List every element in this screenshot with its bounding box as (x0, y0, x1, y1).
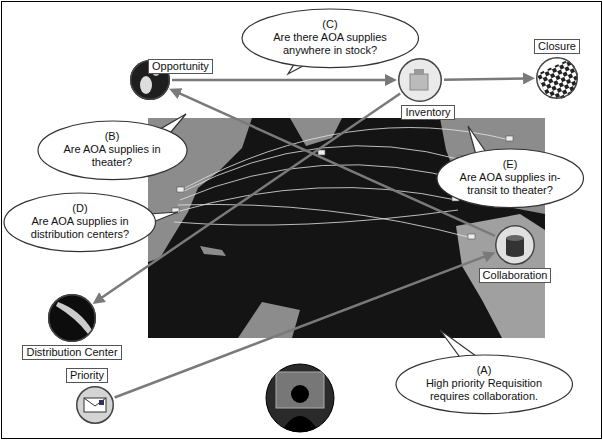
callout-bubble: (C)Are there AOA supplies anywhere in st… (241, 8, 420, 69)
node-label: Collaboration (479, 268, 552, 283)
callout-letter: (A) (419, 364, 549, 377)
icon-monitor (276, 372, 324, 408)
icon-node: Opportunity (130, 60, 170, 100)
circle-outline (77, 387, 114, 424)
flow-arrow (172, 79, 388, 82)
icon-figure (56, 302, 92, 334)
node-label: Opportunity (148, 59, 213, 74)
circle-outline (537, 58, 578, 99)
icon-cylinder (506, 235, 524, 241)
map-marker (177, 187, 184, 192)
callout-question: Are AOA supplies in theater? (58, 143, 166, 169)
icon-envelope (84, 398, 106, 406)
icon-figure (140, 76, 152, 94)
node-label: Priority (66, 368, 108, 383)
callout-text: (A)High priority Requisition requires co… (419, 364, 549, 403)
flow-arrow (444, 78, 526, 79)
ellipse-outline (396, 355, 573, 414)
map-marker (318, 150, 325, 155)
node-circle (495, 225, 535, 265)
icon-person (291, 385, 309, 403)
callout-question: Are AOA supplies in distribution centers… (25, 215, 135, 241)
circle-outline (49, 295, 96, 342)
circle-outline (399, 59, 442, 102)
icon-stamp (99, 400, 104, 405)
callout-bubble: (D)Are AOA supplies in distribution cent… (3, 192, 157, 253)
map-marker (506, 136, 513, 141)
distribution-icon (48, 294, 96, 342)
callout-text: (C)Are there AOA supplies anywhere in st… (265, 18, 395, 57)
callout-letter: (C) (265, 18, 395, 31)
route-line (174, 210, 458, 225)
callout-bubble: (B)Are AOA supplies in theater? (37, 120, 188, 181)
operator-icon (266, 364, 334, 434)
inventory-icon (398, 58, 442, 102)
icon-ground (48, 294, 96, 342)
land-caribbean (200, 246, 226, 256)
callout-tails (135, 55, 490, 360)
callout-text: (D)Are AOA supplies in distribution cent… (25, 202, 135, 241)
callout-question: Are there AOA supplies anywhere in stock… (265, 31, 395, 57)
callout-letter: (B) (58, 130, 166, 143)
priority-icon (76, 386, 114, 424)
icon-node: Closure (536, 57, 578, 99)
icon-node: Distribution Center (48, 294, 96, 342)
collaboration-icon (495, 225, 535, 265)
closure-icon (536, 57, 590, 111)
icon-ground (398, 58, 442, 102)
node-label: Inventory (401, 105, 454, 120)
callout-letter: (E) (457, 158, 563, 171)
icon-box (414, 69, 424, 75)
land-greenland (290, 118, 342, 146)
route-line (178, 204, 472, 238)
icon-box (410, 74, 428, 90)
land-south-america (238, 302, 300, 338)
callout-bubble: (E)Are AOA supplies in-transit to theate… (436, 148, 585, 209)
node-label: Distribution Center (22, 345, 121, 360)
node-circle (76, 386, 114, 424)
callout-question: High priority Requisition requires colla… (419, 377, 549, 403)
node-circle (48, 294, 96, 342)
ellipse-outline (242, 9, 419, 68)
callout-text: (E)Are AOA supplies in-transit to theate… (457, 158, 563, 197)
callout-question: Are AOA supplies in-transit to theater? (457, 171, 563, 197)
icon-cylinder (506, 251, 524, 257)
circle-outline (496, 226, 535, 265)
ellipse-outline (38, 121, 187, 180)
node-circle (536, 57, 578, 99)
icon-node: Priority (76, 386, 114, 424)
callout-bubble: (A)High priority Requisition requires co… (395, 354, 574, 415)
icon-ground (76, 386, 114, 424)
callout-text: (B)Are AOA supplies in theater? (58, 130, 166, 169)
node-label: Closure (534, 39, 580, 54)
ellipse-outline (4, 193, 156, 252)
icon-ground (495, 225, 535, 265)
callout-letter: (D) (25, 202, 135, 215)
icon-node: Collaboration (495, 225, 535, 265)
map-marker (468, 234, 475, 239)
checkered-flag (537, 57, 590, 110)
icon-envelope (84, 398, 106, 412)
node-circle (398, 58, 442, 102)
icon-node: Inventory (398, 58, 442, 102)
icon-person (280, 416, 320, 434)
ellipse-outline (437, 149, 584, 208)
